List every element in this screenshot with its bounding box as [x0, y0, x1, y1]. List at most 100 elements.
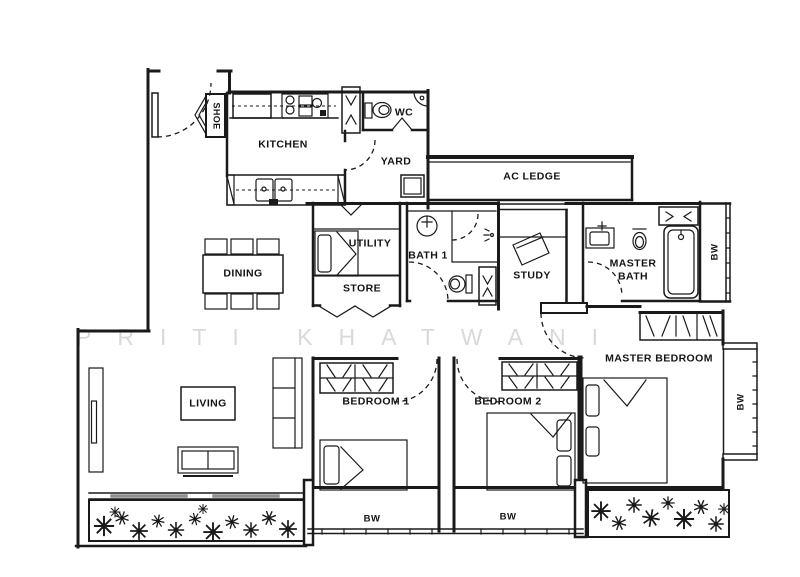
pillow — [323, 445, 340, 485]
flower-icon — [223, 513, 241, 531]
shower-stall — [451, 210, 498, 263]
flower-icon — [243, 522, 259, 538]
room-label-master-bath: MASTER BATH — [609, 257, 657, 282]
door-swing — [391, 117, 413, 131]
bedroom1-furniture — [319, 358, 438, 491]
room-label-store: STORE — [343, 282, 381, 295]
bedroom2-furniture — [456, 358, 578, 491]
sofa-3seat — [272, 357, 303, 449]
flower-icon — [708, 516, 724, 532]
room-label-study: STUDY — [513, 269, 551, 282]
room-label-dining: DINING — [223, 267, 263, 280]
master-bedroom-furniture — [540, 312, 724, 484]
dining-table — [202, 254, 284, 294]
room-label-living: LIVING — [189, 397, 227, 410]
bifold-door — [339, 203, 363, 216]
flower-icon — [691, 497, 711, 517]
kitchen-tall-cabinet — [341, 86, 361, 134]
flower-icon — [640, 507, 662, 529]
flower-icon — [203, 522, 223, 542]
yard-washer — [400, 174, 425, 198]
chair — [230, 238, 254, 255]
flower-icon — [167, 521, 185, 539]
study-desk — [499, 232, 567, 266]
chair — [256, 293, 280, 310]
flower-icon — [93, 515, 115, 537]
chair — [256, 238, 280, 255]
kitchen-island — [226, 174, 346, 206]
utility-bed — [314, 230, 359, 277]
sofa-2seat — [177, 446, 239, 474]
bw-label-master-bath: BW — [709, 243, 721, 261]
walls — [74, 68, 725, 549]
room-label-bedroom1: BEDROOM 1 — [342, 395, 410, 408]
flower-icon — [626, 497, 642, 513]
room-label-yard: YARD — [380, 155, 412, 168]
kitchen-counter — [229, 93, 339, 119]
bw-label-master-bedroom: BW — [735, 393, 747, 411]
bed-double — [582, 377, 668, 484]
pillow — [317, 234, 332, 273]
utility-room — [312, 203, 401, 277]
flower-icon — [150, 513, 166, 529]
room-label-bath1: BATH 1 — [408, 249, 448, 262]
flower-icon — [197, 503, 209, 515]
pillow — [585, 384, 600, 417]
pillow — [556, 419, 572, 452]
bed-single — [319, 439, 408, 491]
ac-ledge — [426, 155, 634, 202]
coffee-table — [180, 386, 236, 421]
tv-console — [88, 367, 104, 473]
store-doors — [318, 305, 392, 318]
shower-head-icon — [489, 232, 495, 238]
bed-double — [486, 412, 576, 491]
chair — [204, 293, 228, 310]
planter-boxes — [88, 489, 730, 542]
wc-fixtures — [364, 91, 429, 131]
flower-icon — [591, 501, 611, 521]
room-label-kitchen: KITCHEN — [258, 138, 308, 151]
basin-icon — [416, 215, 438, 237]
toilet-tank — [465, 274, 473, 294]
faucet-icon — [269, 199, 278, 205]
watermark: PRITI KHATWANI — [76, 324, 624, 350]
toilet-icon — [632, 231, 647, 251]
room-label-master-bedroom: MASTER BEDROOM — [605, 352, 713, 365]
bay-windows — [88, 202, 758, 535]
living-furniture — [88, 357, 303, 477]
sink-basin — [255, 178, 274, 202]
flower-icon — [130, 522, 148, 540]
flower-icon — [186, 510, 204, 528]
dining-set — [202, 238, 284, 310]
bath1-fixtures — [406, 210, 498, 306]
toilet-tank — [364, 102, 373, 119]
chair — [204, 238, 228, 255]
room-label-ac-ledge: AC LEDGE — [503, 170, 561, 183]
room-label-shoe: SHOE — [211, 102, 222, 130]
flower-icon — [718, 503, 730, 515]
flower-icon — [609, 513, 629, 533]
bw-label-bedroom1: BW — [363, 513, 381, 525]
flower-icon — [109, 506, 121, 518]
shoe-cabinet — [194, 93, 226, 138]
room-label-bedroom2: BEDROOM 2 — [474, 395, 542, 408]
master-bath-fixtures — [585, 206, 699, 299]
flower-icon — [279, 520, 297, 538]
flower-icon — [259, 508, 279, 528]
wardrobe — [639, 312, 724, 341]
room-label-utility: UTILITY — [348, 237, 392, 250]
cabinet — [478, 266, 497, 306]
sink-basin — [274, 178, 293, 202]
kitchen-yard-door — [344, 139, 376, 171]
chair — [230, 293, 254, 310]
pillow — [556, 455, 572, 487]
vanity — [585, 227, 615, 249]
toilet-icon — [372, 101, 392, 119]
bathtub-icon — [663, 225, 699, 299]
flower-icon — [673, 508, 695, 530]
toilet-icon — [448, 275, 466, 293]
mirror-cabinet — [658, 206, 699, 226]
flower-icon — [661, 496, 675, 510]
